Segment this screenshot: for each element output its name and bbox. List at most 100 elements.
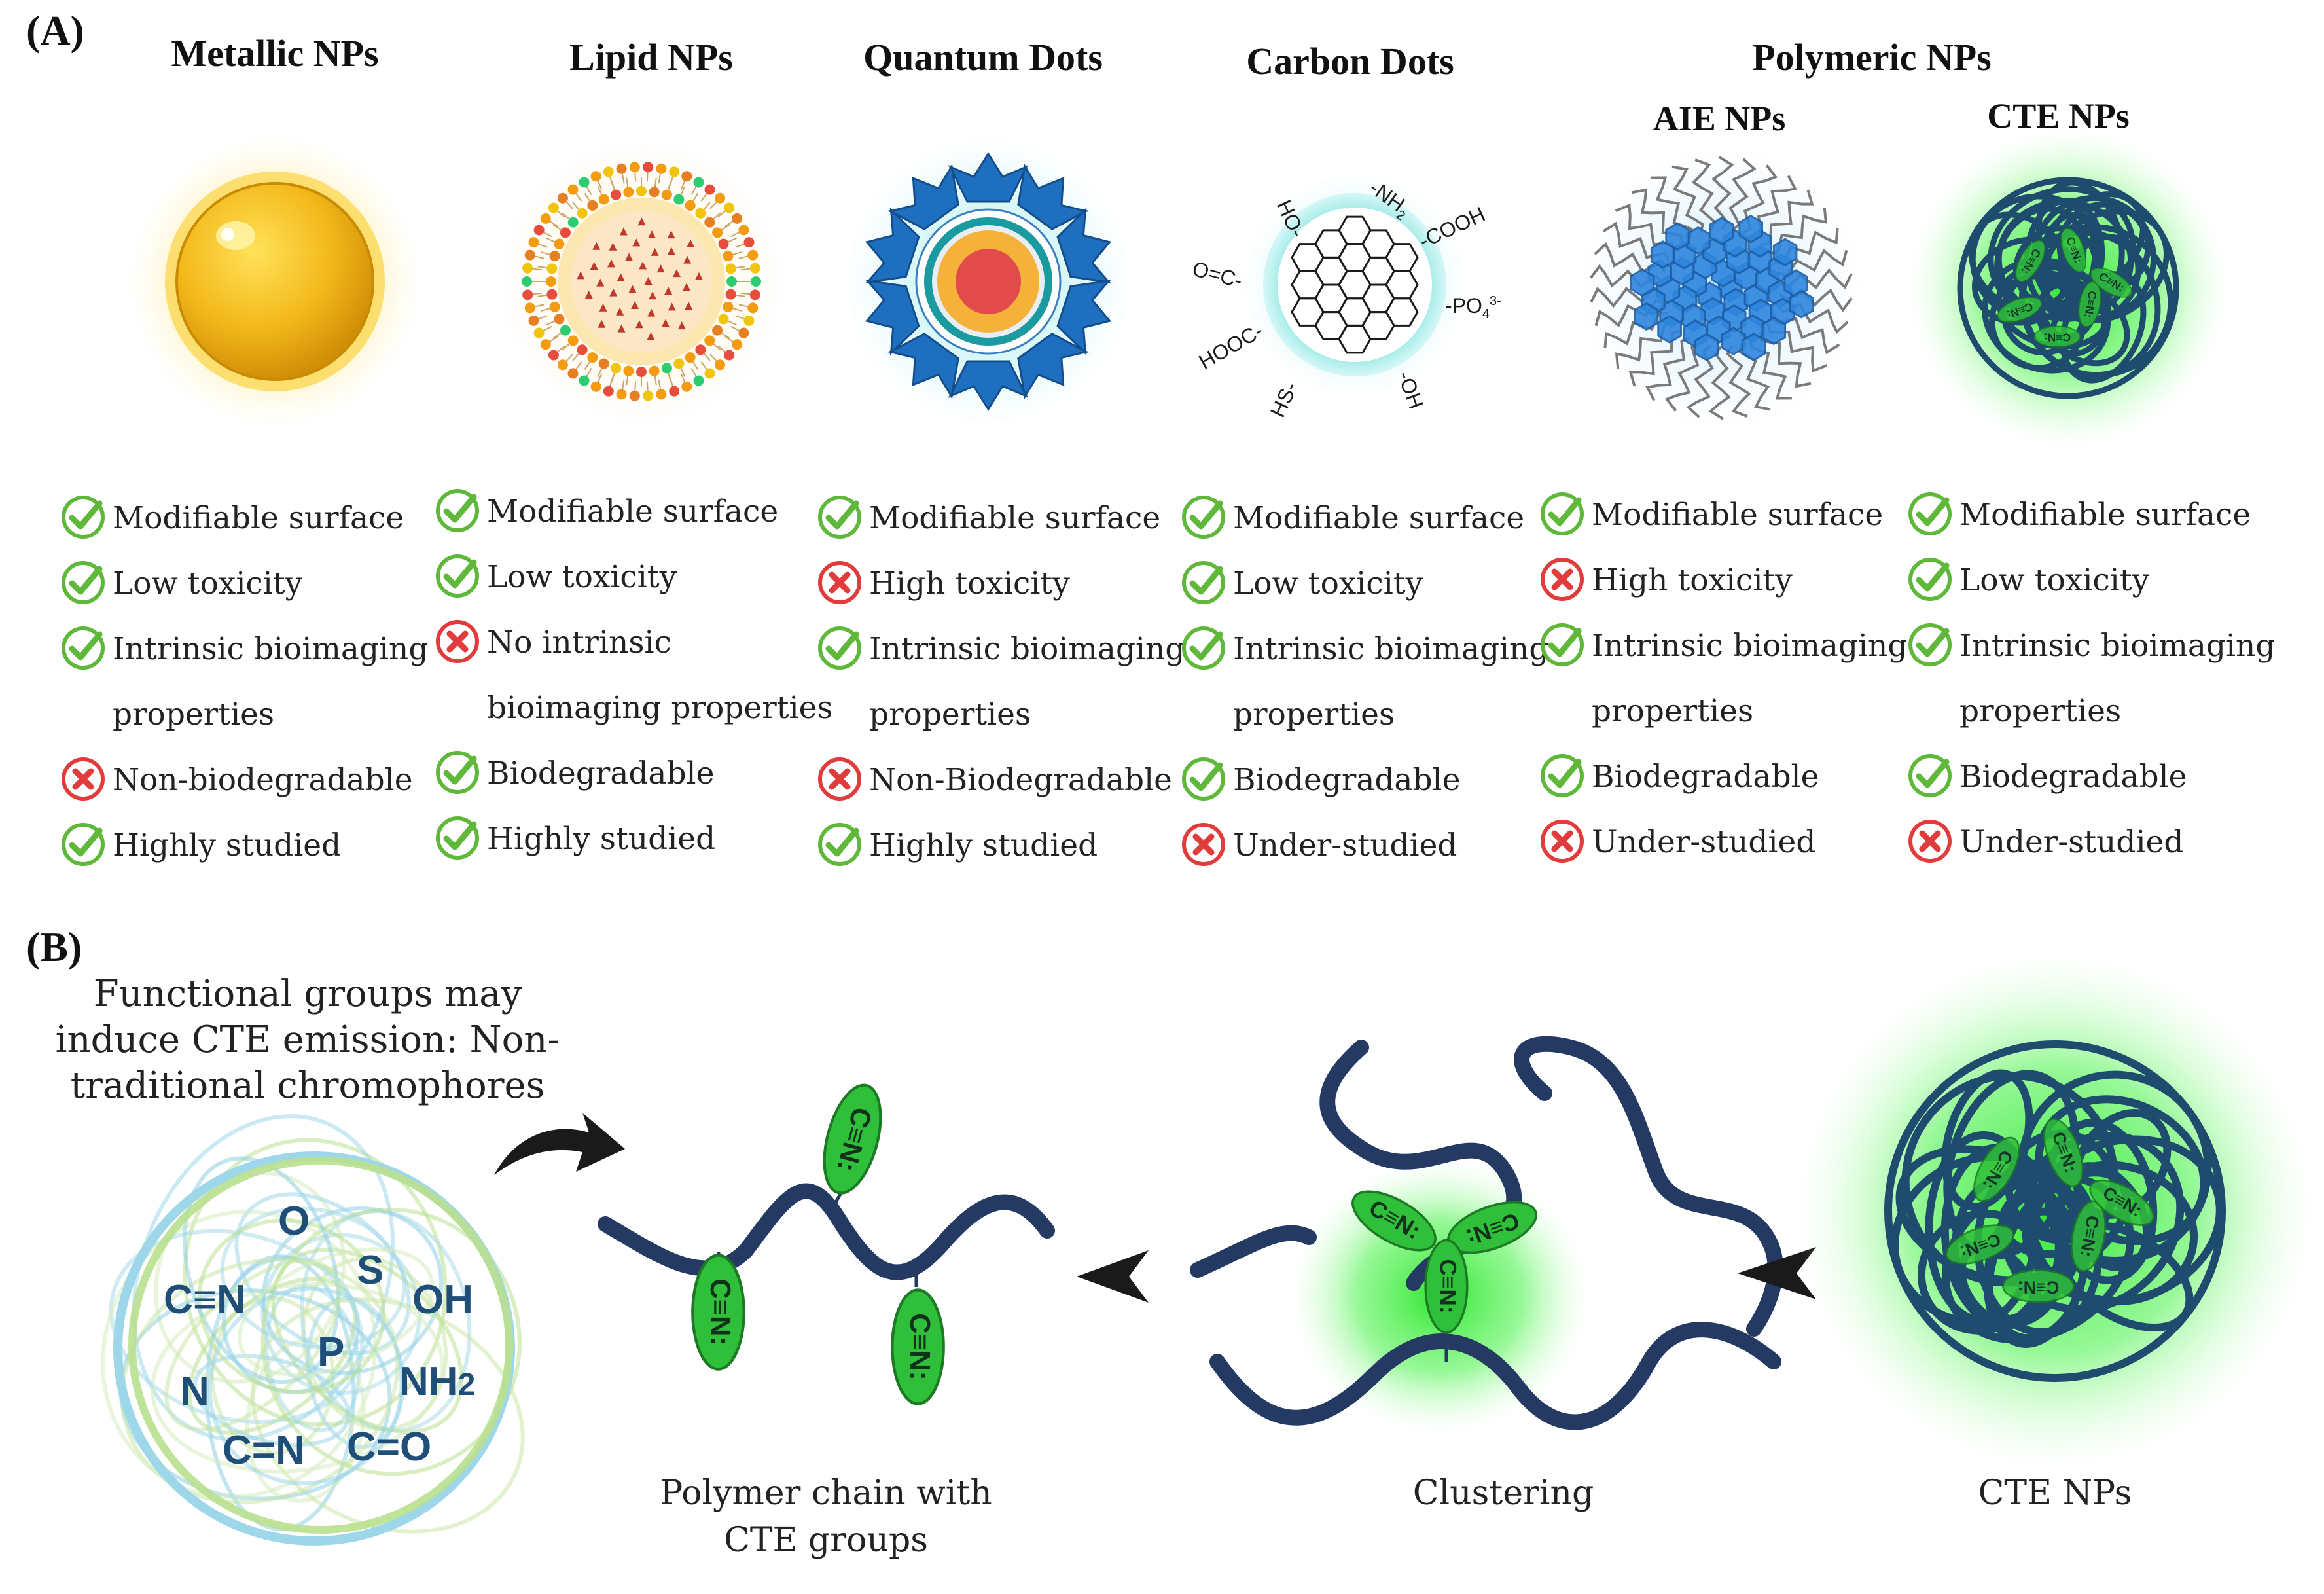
check-icon [1907,491,1953,537]
check-icon [817,494,863,540]
property-row: Low toxicity [435,553,801,619]
property-text: Under-studied [1233,827,1457,863]
property-text: Highly studied [487,821,716,857]
property-row: Low toxicity [1181,560,1547,625]
property-row: Under-studied [1181,822,1547,887]
property-text: Modifiable surface [1233,500,1525,536]
check-icon [1907,622,1953,668]
property-text: Highly studied [113,827,342,863]
property-text: properties [869,697,1031,733]
property-row: Highly studied [435,815,801,880]
fg-co-double: C=O [347,1424,432,1470]
check-icon [1181,560,1226,606]
panel-b-label: (B) [26,924,82,970]
check-icon [435,815,480,861]
cd-group-hooc: HOOC- [1195,319,1267,374]
carbon-dot-illustration: HO- -NH2 -COOH O=C- -PO43- HOOC- HS- -OH [1190,170,1501,421]
property-text: Low toxicity [1233,566,1423,602]
check-icon [817,822,863,867]
property-text: Biodegradable [487,755,715,791]
property-row: properties [1181,691,1547,756]
property-row: Under-studied [1907,818,2274,884]
property-row: High toxicity [817,560,1183,625]
property-text: Modifiable surface [487,494,779,530]
property-text: properties [113,697,275,733]
property-row: properties [60,691,427,756]
fg-nh2: NH2 [399,1359,476,1404]
property-text: High toxicity [1592,562,1793,598]
title-polymeric: Polymeric NPs [1752,36,1992,79]
property-row: properties [817,691,1183,756]
property-text: Intrinsic bioimaging [113,631,429,667]
clustering-caption: Clustering [1412,1474,1594,1513]
property-row: properties [1539,687,1906,753]
property-text: Non-Biodegradable [869,762,1172,798]
property-text: Modifiable surface [869,500,1161,536]
property-row: Biodegradable [1907,753,2274,818]
check-icon [817,625,863,671]
property-row: Non-biodegradable [60,756,427,822]
property-row: Biodegradable [435,750,801,815]
property-text: Biodegradable [1233,762,1461,798]
title-lipid: Lipid NPs [569,36,733,79]
cross-icon [1539,556,1585,602]
cross-icon [60,756,106,802]
property-text: Intrinsic bioimaging [1959,628,2276,664]
property-text: Modifiable surface [1959,497,2251,533]
check-icon [60,560,106,606]
check-icon [1907,556,1953,602]
check-icon [60,494,106,540]
property-text: Intrinsic bioimaging [1233,631,1549,667]
property-row: Intrinsic bioimaging [1181,625,1549,691]
property-text: Intrinsic bioimaging [869,631,1185,667]
cd-group-oc: O=C- [1190,257,1245,293]
property-row: High toxicity [1539,556,1906,622]
check-icon [1181,494,1226,540]
fg-o: O [278,1199,310,1244]
property-row: Modifiable surface [60,494,427,560]
cross-icon [1181,822,1226,867]
property-row: Intrinsic bioimaging [1539,622,1907,687]
property-row: Highly studied [60,822,427,887]
cte-np-illustration-a [1908,128,2228,448]
check-icon [1539,753,1585,799]
fg-cn-triple: C≡N [164,1277,246,1322]
property-row: Non-Biodegradable [817,756,1183,822]
clustering-illustration [1190,1036,1783,1434]
check-icon [60,822,106,867]
property-text: High toxicity [869,566,1070,602]
title-quantum: Quantum Dots [863,36,1103,79]
arrow-right-icon [1077,1250,1149,1303]
cross-icon [435,619,480,664]
check-icon [435,750,480,795]
cd-group-hs: HS- [1266,378,1302,421]
property-text: Biodegradable [1959,759,2187,795]
panel-a-label: (A) [26,7,84,54]
fg-n: N [180,1369,209,1414]
check-icon [1539,622,1585,668]
property-row: Modifiable surface [1539,491,1906,556]
property-row: Intrinsic bioimaging [817,625,1185,691]
property-text: properties [1233,697,1395,733]
title-metallic: Metallic NPs [171,32,379,75]
quantum-dot-illustration [841,134,1135,429]
fg-s: S [357,1248,384,1293]
property-row: Modifiable surface [435,488,801,553]
property-row: Intrinsic bioimaging [1907,622,2276,687]
property-text: Low toxicity [487,559,677,595]
property-text: Highly studied [869,827,1098,863]
chain-caption: Polymer chain with CTE groups [660,1474,992,1560]
cross-icon [1539,818,1585,864]
functional-groups-intro: Functional groups may induce CTE emissio… [55,973,560,1107]
check-icon [1539,491,1585,537]
property-row: Intrinsic bioimaging [60,625,429,691]
property-text: Low toxicity [113,566,303,602]
property-text: properties [1592,693,1754,729]
property-row: No intrinsic [435,619,801,684]
property-row: Modifiable surface [817,494,1183,560]
